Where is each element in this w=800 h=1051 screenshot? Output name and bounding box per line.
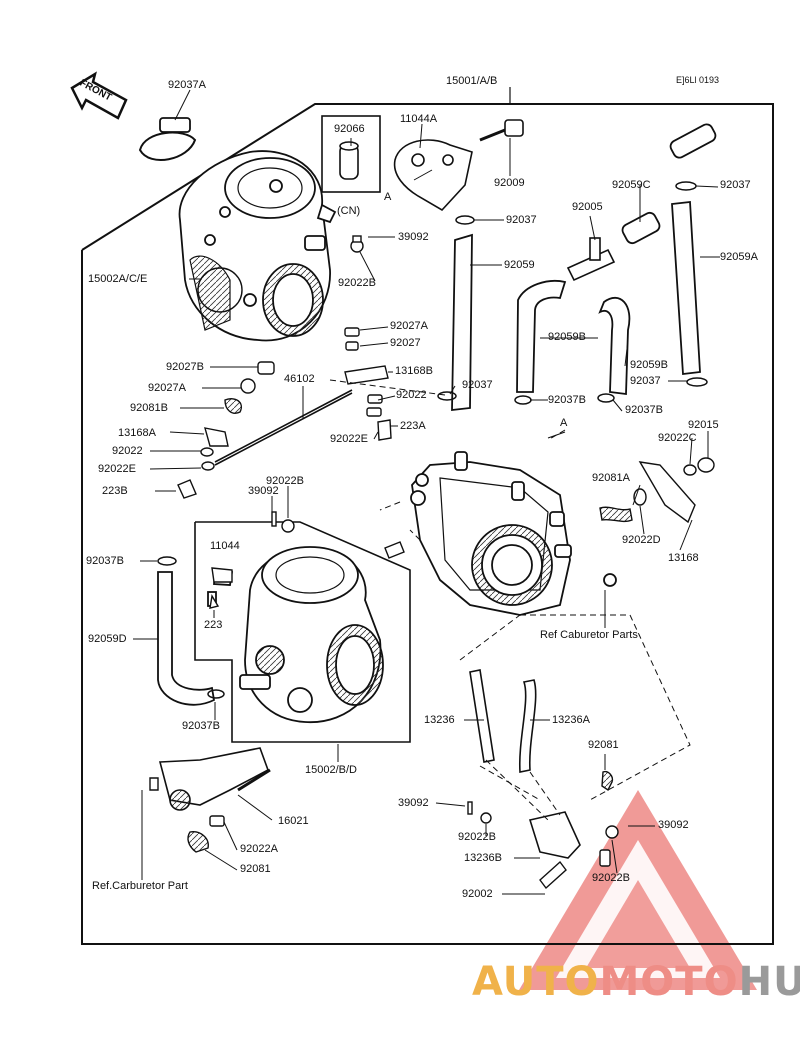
part-92005: 92005 [572,201,603,213]
watermark-hub: HUB [738,959,800,1005]
part-223B: 223B [102,485,128,497]
cn-box [321,115,381,193]
part-11044A: 11044A [400,113,438,125]
part-92022B-mid: 92022B [266,475,304,487]
part-92027A-2: 92027A [148,382,186,394]
part-92037-tr: 92037 [720,179,751,191]
carburetor-lower [207,546,384,723]
part-92059A: 92059A [720,251,758,263]
part-39092-top: 39092 [398,231,429,243]
hoses [157,123,717,706]
ref-carb-parts: Ref Caburetor Parts [540,629,638,641]
part-223: 223 [204,619,223,631]
part-92027B: 92027B [166,361,204,373]
part-92027A: 92027A [390,320,428,332]
part-92037B-2: 92037B [625,404,663,416]
part-92081-bl: 92081 [240,863,271,875]
part-92059B-1: 92059B [548,331,586,343]
part-92022E-2: 92022E [98,463,136,475]
part-15002ACE: 15002A/C/E [88,273,148,285]
part-39092-bl: 39092 [398,797,429,809]
choke-shaft [214,389,353,466]
assembly-label: 15001/A/B [446,75,498,87]
part-92059C: 92059C [612,179,651,191]
part-13168A: 13168A [118,427,156,439]
clamps [138,117,708,699]
watermark-moto: MOTO [599,959,739,1005]
part-92022B-top: 92022B [338,277,376,289]
part-92022-b: 92022 [112,445,143,457]
part-39092-mid: 39092 [248,485,279,497]
part-92059D: 92059D [88,633,127,645]
part-16021: 16021 [278,815,309,827]
part-13236: 13236 [424,714,455,726]
part-13236B: 13236B [464,852,502,864]
t-fitting [566,237,616,282]
part-92081A: 92081A [592,472,630,484]
watermark-auto: AUTO [472,959,600,1005]
part-92022D: 92022D [622,534,661,546]
part-92037B-4: 92037B [182,720,220,732]
leader-lines [133,89,720,895]
part-92037B-3: 92037B [86,555,124,567]
part-92081B: 92081B [130,402,168,414]
watermark-logo: AUTOMOTOHUB [472,962,800,1002]
callout-a-mid: A [560,417,568,429]
part-92037-r3: 92037 [630,375,661,387]
part-39092-br: 39092 [658,819,689,831]
part-13168B: 13168B [395,365,433,377]
part-92022A: 92022A [240,843,278,855]
part-92059: 92059 [504,259,535,271]
linkage [158,669,581,859]
callout-a-top: A [384,191,392,203]
assembly-frame [81,87,774,945]
part-92037B-1: 92037B [548,394,586,406]
part-92022E-1: 92022E [330,433,368,445]
dashed-leaders [329,379,691,821]
part-11044: 11044 [210,540,240,552]
ref-carb-part: Ref.Carburetor Part [92,880,188,892]
part-15002BD: 15002/B/D [305,764,357,776]
part-92037-mid: 92037 [506,214,537,226]
part-92022C: 92022C [658,432,697,444]
float-bowl-assembly [410,451,617,616]
cn-label: (CN) [337,205,361,217]
part-92081-r: 92081 [588,739,619,751]
front-arrow-icon [70,71,128,120]
part-92027: 92027 [390,337,421,349]
small-parts [149,235,715,890]
part-13236A: 13236A [552,714,590,726]
carburetor-lower-box [194,521,411,743]
part-46102: 46102 [284,373,315,385]
part-13168: 13168 [668,552,699,564]
image-code: E]6Ll 0193 [676,75,720,85]
part-92037A: 92037A [168,79,206,91]
carburetor-upper [178,150,337,342]
part-92022B-br: 92022B [592,872,630,884]
bracket-11044a [393,119,524,212]
part-92009: 92009 [494,177,525,189]
part-92022B-bl: 92022B [458,831,496,843]
part-92015: 92015 [688,419,719,431]
part-92037-r2: 92037 [462,379,493,391]
part-92059B-2: 92059B [630,359,668,371]
part-92022-a: 92022 [396,389,427,401]
part-92066: 92066 [334,123,365,135]
part-223A: 223A [400,420,426,432]
part-92002: 92002 [462,888,493,900]
